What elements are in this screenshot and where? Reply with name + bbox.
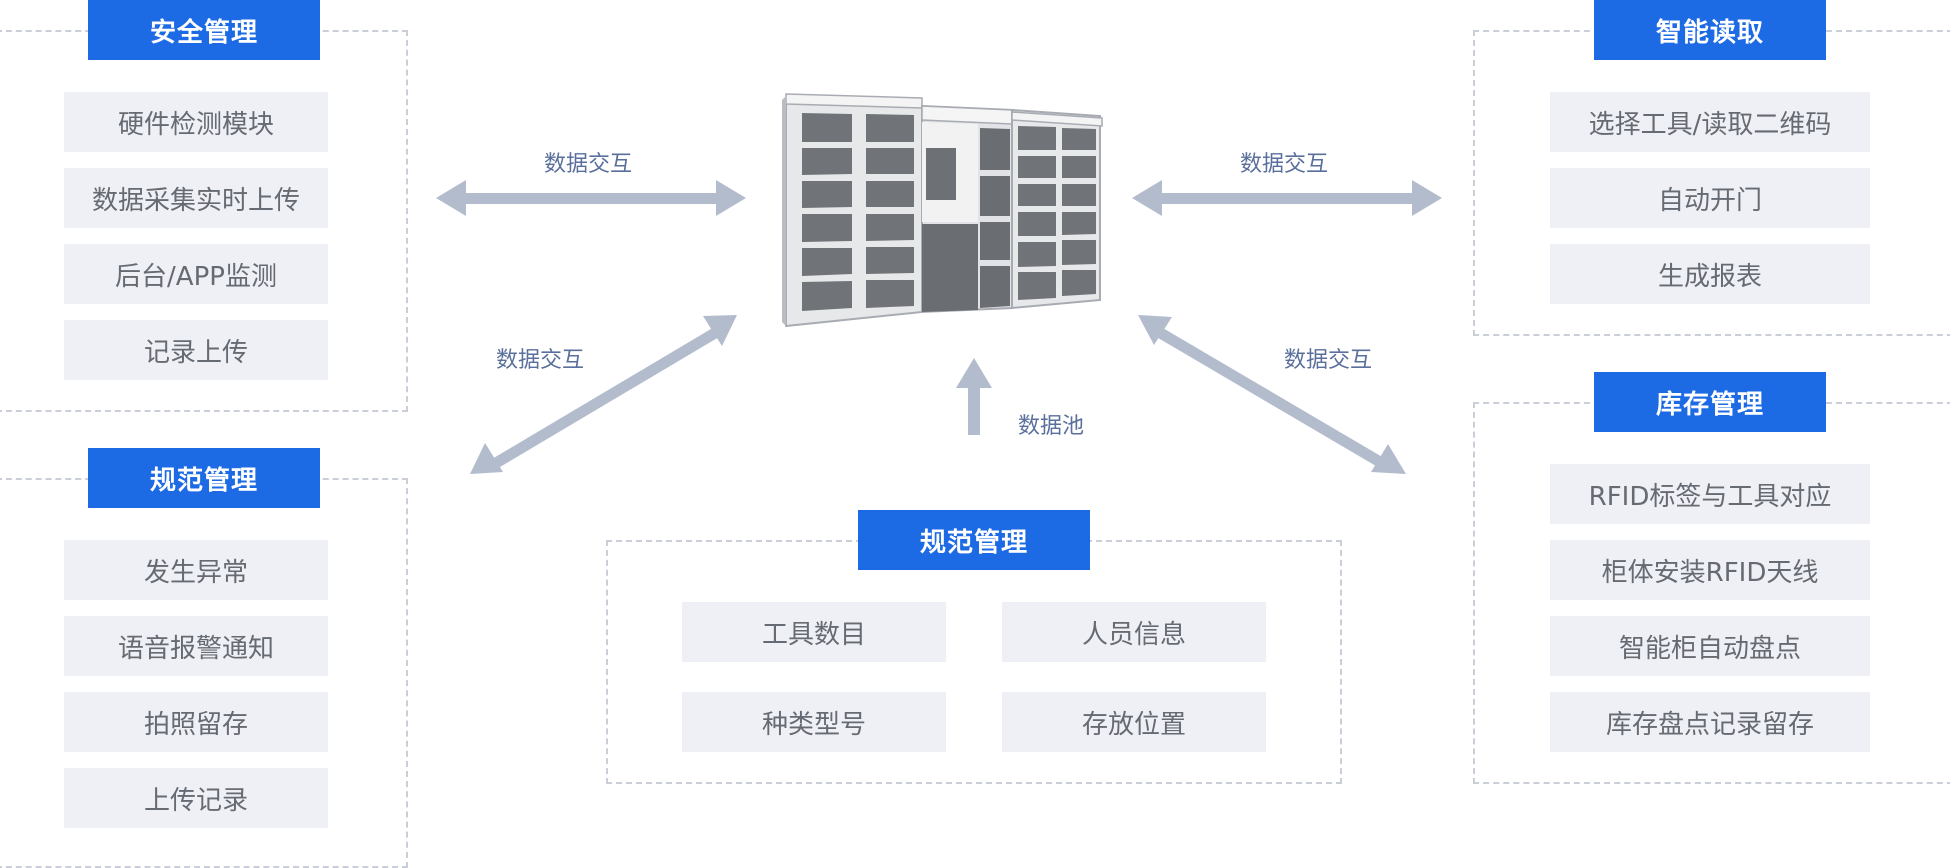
inventory-item-auto-count: 智能柜自动盘点 (1550, 616, 1870, 676)
panel-title-standard-management-left: 规范管理 (88, 448, 320, 508)
label-data-interaction-right-bottom: 数据交互 (1284, 348, 1373, 373)
double-arrow-left-top (436, 180, 746, 216)
center-item-tool-count: 工具数目 (682, 602, 946, 662)
inventory-item-rfid-antenna: 柜体安装RFID天线 (1550, 540, 1870, 600)
inventory-item-count-record: 库存盘点记录留存 (1550, 692, 1870, 752)
inventory-item-rfid-tag: RFID标签与工具对应 (1550, 464, 1870, 524)
double-arrow-right-diagonal (1138, 315, 1406, 474)
label-data-interaction-left-bottom: 数据交互 (496, 348, 585, 373)
safety-item-realtime-upload: 数据采集实时上传 (64, 168, 328, 228)
label-data-interaction-left-top: 数据交互 (544, 152, 633, 177)
safety-item-record-upload: 记录上传 (64, 320, 328, 380)
double-arrow-right-top (1132, 180, 1442, 216)
safety-item-hardware-detection: 硬件检测模块 (64, 92, 328, 152)
reading-item-select-tool: 选择工具/读取二维码 (1550, 92, 1870, 152)
label-data-pool: 数据池 (1018, 414, 1085, 439)
panel-title-inventory-management: 库存管理 (1594, 372, 1826, 432)
standard-item-photo-record: 拍照留存 (64, 692, 328, 752)
up-arrow-data-pool (956, 358, 992, 435)
panel-title-smart-reading: 智能读取 (1594, 0, 1826, 60)
standard-item-voice-alarm: 语音报警通知 (64, 616, 328, 676)
standard-item-anomaly: 发生异常 (64, 540, 328, 600)
panel-title-standard-management-center: 规范管理 (858, 510, 1090, 570)
double-arrow-left-diagonal (470, 315, 737, 474)
label-data-interaction-right-top: 数据交互 (1240, 152, 1329, 177)
reading-item-auto-open: 自动开门 (1550, 168, 1870, 228)
center-item-personnel-info: 人员信息 (1002, 602, 1266, 662)
safety-item-app-monitor: 后台/APP监测 (64, 244, 328, 304)
center-item-type-model: 种类型号 (682, 692, 946, 752)
standard-item-upload-record: 上传记录 (64, 768, 328, 828)
panel-title-safety-management: 安全管理 (88, 0, 320, 60)
reading-item-report: 生成报表 (1550, 244, 1870, 304)
smart-cabinet-image (782, 93, 1103, 328)
center-item-storage-location: 存放位置 (1002, 692, 1266, 752)
